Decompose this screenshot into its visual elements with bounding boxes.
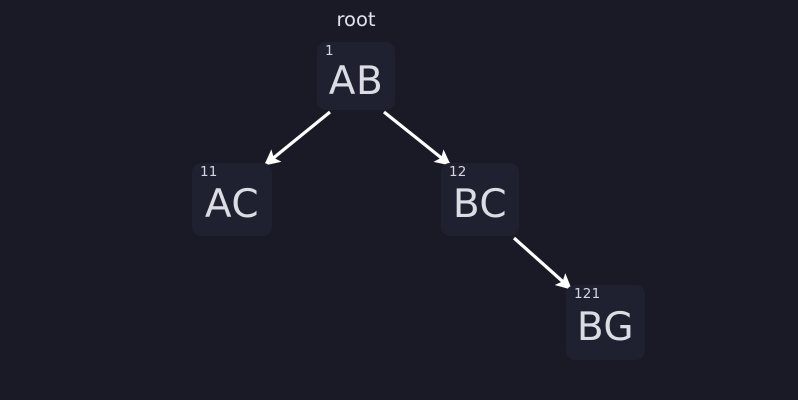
node-text-label: AB — [328, 59, 384, 104]
tree-node-bc[interactable]: 12 BC — [441, 163, 519, 236]
node-index-label: 12 — [449, 164, 467, 180]
tree-node-bg[interactable]: 121 BG — [566, 285, 645, 360]
tree-node-ac[interactable]: 11 AC — [192, 163, 272, 236]
node-text-label: BC — [452, 182, 508, 227]
edge-ab-to-ac — [264, 110, 332, 166]
node-index-label: 11 — [200, 164, 218, 180]
edge-bc-to-bg — [512, 236, 572, 290]
node-text-label: AC — [204, 182, 260, 227]
node-index-label: 121 — [574, 286, 601, 302]
tree-node-ab[interactable]: 1 AB — [317, 42, 395, 110]
node-text-label: BG — [576, 305, 635, 350]
node-index-label: 1 — [325, 43, 334, 59]
root-caption: root — [336, 8, 376, 31]
edge-ab-to-bc — [383, 110, 451, 166]
